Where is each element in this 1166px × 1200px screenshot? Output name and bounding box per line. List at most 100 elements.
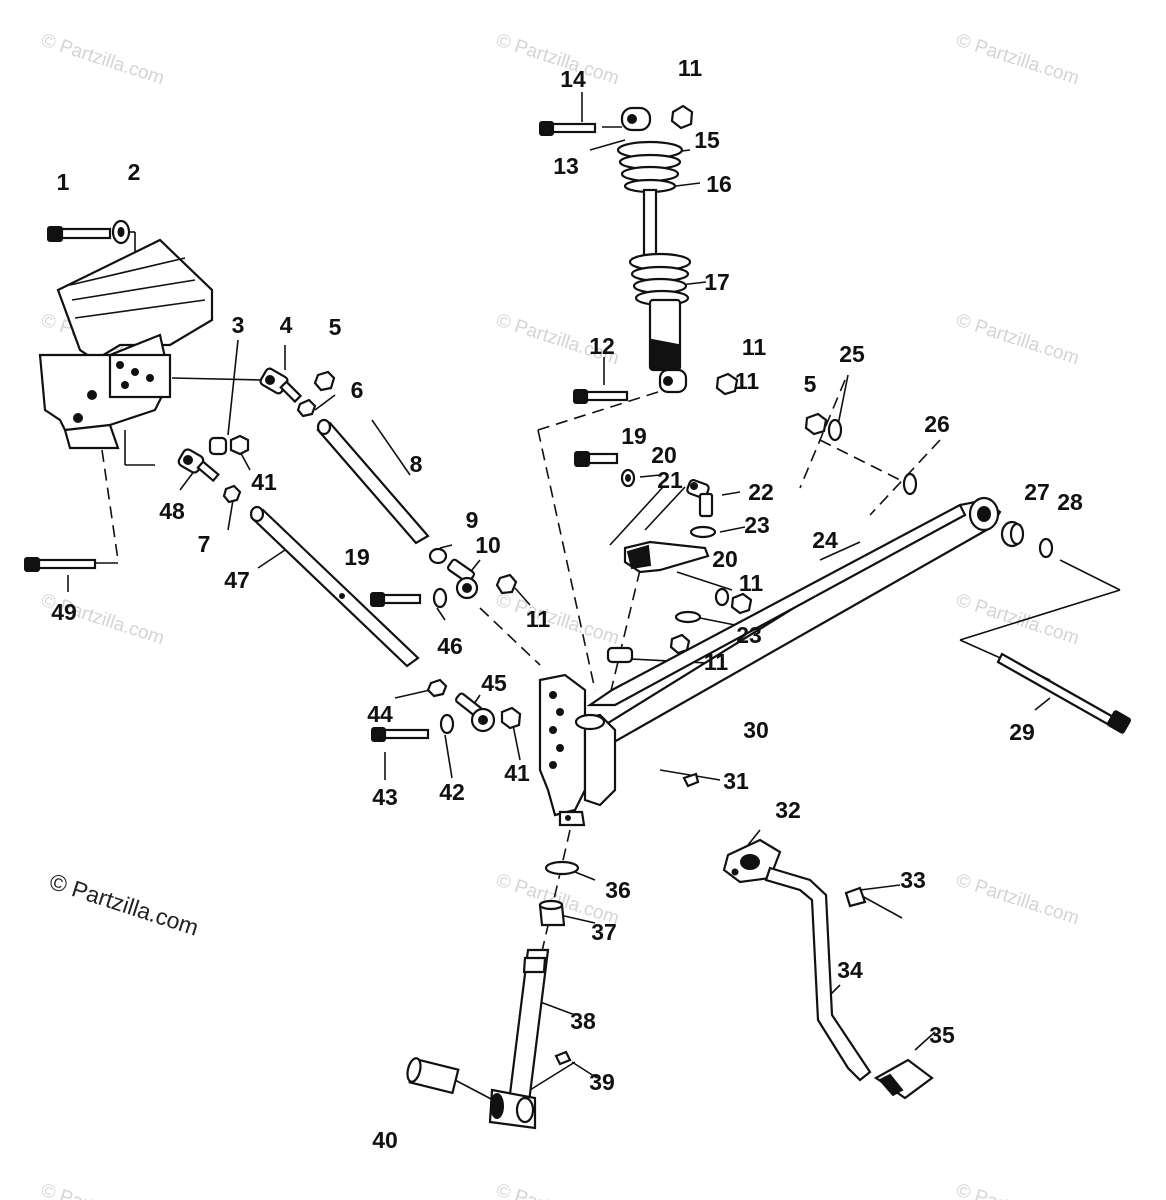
watermark-text: © Partzilla.com [493,590,621,650]
part-shock-absorber-16 [616,106,692,394]
callout-label: 20 [712,546,738,572]
part-tie-rod-8 [316,418,430,545]
part-tie-rod-47 [249,505,420,668]
part-bolt-43 [371,727,430,742]
part-steering-post-34 [764,866,872,1082]
part-bolt-1 [47,226,112,242]
part-nut-7 [222,484,242,504]
callout-label: 17 [704,269,730,295]
part-rod-end-10 [446,558,479,600]
part-bolt-49 [24,557,97,572]
part-spacer-3 [208,436,228,456]
part-rod-end-4 [259,367,303,404]
callout-label: 49 [51,599,77,625]
watermark-text: © Partzilla.com [38,1180,166,1200]
part-nut-11a [495,573,518,595]
callout-label: 1 [57,169,70,195]
part-bushing-37 [538,899,566,927]
callout-label: 32 [775,797,801,823]
callout-label: 39 [589,1069,615,1095]
part-spindle-38 [488,948,550,1130]
callout-label: 8 [410,451,423,477]
part-grease-fitting-31 [682,772,700,788]
callout-label: 46 [437,633,463,659]
watermark-text: © Partzilla.com [493,30,621,90]
part-nut-5b [804,412,828,436]
callout-label: 5 [804,371,817,397]
callout-label: 13 [553,153,579,179]
callout-label: 38 [570,1008,596,1034]
part-rod-end-45 [455,692,496,733]
part-washer-46 [432,587,448,609]
callout-label: 23 [744,512,770,538]
watermark-text: © Partzilla.com [493,1180,621,1200]
watermark-text: © Partzilla.com [953,870,1081,930]
part-washer-23b [674,610,702,624]
part-bushing-40 [406,1057,460,1095]
part-washer-2 [111,219,131,245]
callout-label: 40 [372,1127,398,1153]
callout-label: 7 [198,531,211,557]
part-bolt-19a [370,592,422,607]
callout-label: 14 [560,66,586,92]
callout-label: 30 [743,717,769,743]
callout-label: 9 [466,507,479,533]
callout-label: 27 [1024,479,1050,505]
callout-label: 28 [1057,489,1083,515]
part-bushing-30 [606,646,634,664]
callout-label: 11 [742,334,767,360]
watermark-text: © Partzilla.com [953,590,1081,650]
part-bolt-14 [539,121,597,136]
part-washer-26 [902,472,918,496]
callout-label: 34 [837,957,863,983]
part-nut-11d [730,592,753,615]
callout-label: 33 [900,867,926,893]
callout-label: 47 [224,567,250,593]
watermark-layer: © Partzilla.com © Partzilla.com © Partzill… [38,30,1081,1200]
part-pin-33 [844,886,903,919]
part-rod-end-48 [177,448,220,483]
callout-label: 24 [812,527,838,553]
callout-label: 35 [929,1022,955,1048]
part-spindle-housing [538,673,617,827]
part-nut-9 [428,547,448,565]
part-bolt-12 [573,389,629,404]
callout-label: 11 [735,368,760,394]
part-washer-20b [714,587,730,607]
callout-label: 26 [924,411,950,437]
watermark-text: © Partzilla.com [38,30,166,90]
callout-label: 20 [651,442,677,468]
part-o-ring-28 [1038,537,1054,559]
callout-label: 4 [280,312,293,338]
part-washer-25 [827,418,843,442]
callout-label: 11 [739,570,764,596]
part-nut-41b [500,706,522,730]
part-nut-41a [229,434,250,456]
part-handle-35 [873,1058,934,1100]
part-ball-joint-22 [686,479,714,518]
callout-label: 19 [621,423,647,449]
part-bolt-19b [574,451,619,467]
watermark-text: © Partzilla.com [953,310,1081,370]
callout-label: 5 [329,314,342,340]
callout-label: 43 [372,784,398,810]
callout-label: 44 [367,701,393,727]
copyright-text: © Partzilla.com [46,868,201,941]
part-nut-6 [296,398,317,418]
callout-label: 31 [723,768,749,794]
callout-label: 19 [344,544,370,570]
callout-label: 41 [504,760,530,786]
part-nut-44 [426,678,448,698]
part-bushing-27 [1000,520,1025,548]
frame-section [38,238,214,450]
callout-label: 21 [657,467,683,493]
callout-label: 15 [694,127,720,153]
part-nut-11c [715,372,739,396]
callout-label: 37 [591,919,617,945]
callout-label: 22 [748,479,774,505]
part-washer-42 [439,713,455,735]
watermark-text: © Partzilla.com [953,1180,1081,1200]
callout-label: 25 [839,341,865,367]
